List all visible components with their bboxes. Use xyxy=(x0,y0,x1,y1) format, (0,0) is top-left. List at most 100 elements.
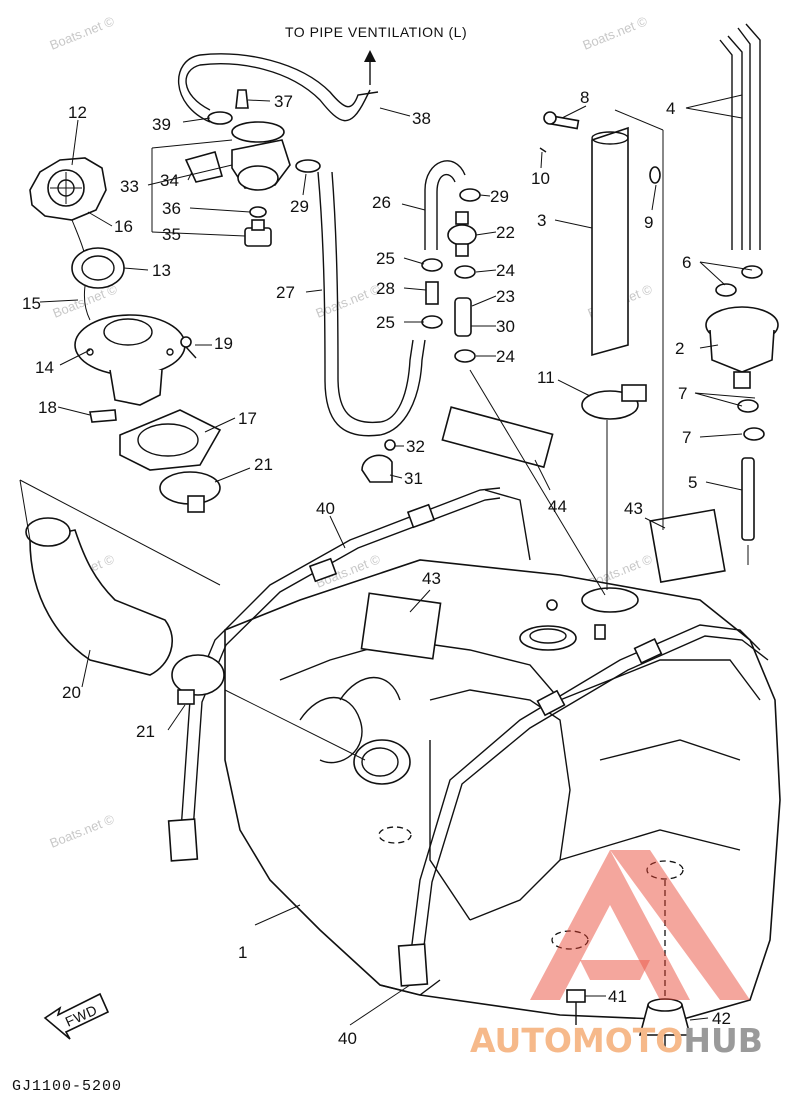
gasket-13 xyxy=(71,247,125,289)
watermark-text: Boats.net © xyxy=(48,13,117,53)
callout-label: 2 xyxy=(675,339,684,358)
pad-43-left xyxy=(360,592,442,660)
bolt-8 xyxy=(543,111,580,130)
clip-7b xyxy=(743,427,765,441)
fuel-pipe-3 xyxy=(591,126,629,357)
bracket-34 xyxy=(184,151,224,183)
nut-35 xyxy=(244,219,272,247)
brand-text-part2: HUB xyxy=(683,1021,763,1060)
callout-label: 34 xyxy=(160,171,179,190)
clip-6b xyxy=(741,265,763,279)
brand-text-part1: AUTOMOTO xyxy=(470,1021,683,1060)
callout-label: 40 xyxy=(316,499,335,518)
nipple-37 xyxy=(235,89,249,109)
filler-hose-20 xyxy=(19,479,221,676)
callout-label: 36 xyxy=(162,199,181,218)
callout-label: 6 xyxy=(682,253,691,272)
clip-6a xyxy=(715,283,737,297)
callout-label: 16 xyxy=(114,217,133,236)
watermark-text: Boats.net © xyxy=(48,811,117,851)
callout-label: 5 xyxy=(688,473,697,492)
clip-25-upper xyxy=(421,258,443,272)
washer-36 xyxy=(249,206,267,218)
hose-clamp-21-upper xyxy=(159,471,221,513)
watermark-text: Boats.net © xyxy=(581,13,650,53)
callout-label: 25 xyxy=(376,249,395,268)
pad-43-right xyxy=(649,508,726,584)
clip-29-right xyxy=(459,188,481,202)
callout-label: 29 xyxy=(490,187,509,206)
callout-label: 19 xyxy=(214,334,233,353)
callout-label: 1 xyxy=(238,943,247,962)
ventilation-note: TO PIPE VENTILATION (L) xyxy=(285,24,467,40)
callout-label: 33 xyxy=(120,177,139,196)
callout-label: 4 xyxy=(666,99,675,118)
breather-valve-33 xyxy=(231,121,291,191)
callout-label: 15 xyxy=(22,294,41,313)
callout-label: 21 xyxy=(136,722,155,741)
callout-label: 28 xyxy=(376,279,395,298)
callout-label: 21 xyxy=(254,455,273,474)
callout-label: 23 xyxy=(496,287,515,306)
pin-10 xyxy=(539,147,547,153)
clip-25-lower xyxy=(421,315,443,329)
fuel-tank xyxy=(224,559,781,1021)
screw-19 xyxy=(180,336,197,359)
washer-9 xyxy=(649,166,661,184)
callout-label: 29 xyxy=(290,197,309,216)
callout-label: 7 xyxy=(678,384,687,403)
callout-label: 20 xyxy=(62,683,81,702)
callout-label: 22 xyxy=(496,223,515,242)
callout-label: 13 xyxy=(152,261,171,280)
clip-7a xyxy=(737,399,759,413)
callout-label: 39 xyxy=(152,115,171,134)
callout-label: 38 xyxy=(412,109,431,128)
callout-label: 31 xyxy=(404,469,423,488)
callout-label: 18 xyxy=(38,398,57,417)
callout-label: 26 xyxy=(372,193,391,212)
callout-label: 14 xyxy=(35,358,54,377)
hose-27 xyxy=(317,171,426,437)
hose-clamp-21-lower xyxy=(171,654,366,761)
vent-hose-38 xyxy=(177,53,379,123)
callout-label: 3 xyxy=(537,211,546,230)
callout-label: 41 xyxy=(608,987,627,1006)
damper-42 xyxy=(638,998,692,1048)
callout-label: 9 xyxy=(644,213,653,232)
filter-23 xyxy=(454,297,472,337)
clip-24-upper xyxy=(454,265,476,279)
callout-label: 40 xyxy=(338,1029,357,1048)
clip-24-lower xyxy=(454,349,476,363)
callout-label: 10 xyxy=(531,169,550,188)
callout-label: 43 xyxy=(422,569,441,588)
fuel-cap xyxy=(29,157,107,321)
callout-label: 43 xyxy=(624,499,643,518)
tank-strap xyxy=(167,487,769,987)
brand-text: AUTOMOTOHUB xyxy=(470,1021,763,1060)
callout-label: 27 xyxy=(276,283,295,302)
hose-26 xyxy=(424,160,466,250)
fuel-filter-22 xyxy=(447,211,477,257)
band-11 xyxy=(581,384,647,420)
arrow-up-icon xyxy=(364,50,376,85)
callout-label: 37 xyxy=(274,92,293,111)
callout-label: 24 xyxy=(496,347,515,366)
callout-label: 7 xyxy=(682,428,691,447)
nipple-28 xyxy=(425,281,439,305)
clip-29-left xyxy=(295,159,321,173)
callout-label: 42 xyxy=(712,1009,731,1028)
pad-44 xyxy=(441,406,554,469)
bolt-41 xyxy=(566,989,586,1025)
callout-label: 12 xyxy=(68,103,87,122)
leader-lines xyxy=(39,94,756,1026)
drawing-code: GJ1100-5200 xyxy=(12,1078,122,1095)
fuel-cock-2 xyxy=(705,306,779,389)
fwd-direction-icon: FWD xyxy=(43,992,110,1040)
filler-neck-14 xyxy=(74,314,186,406)
callout-label: 11 xyxy=(537,368,555,387)
callout-label: 32 xyxy=(406,437,425,456)
clip-39 xyxy=(207,111,233,125)
bolt-18 xyxy=(89,409,117,423)
